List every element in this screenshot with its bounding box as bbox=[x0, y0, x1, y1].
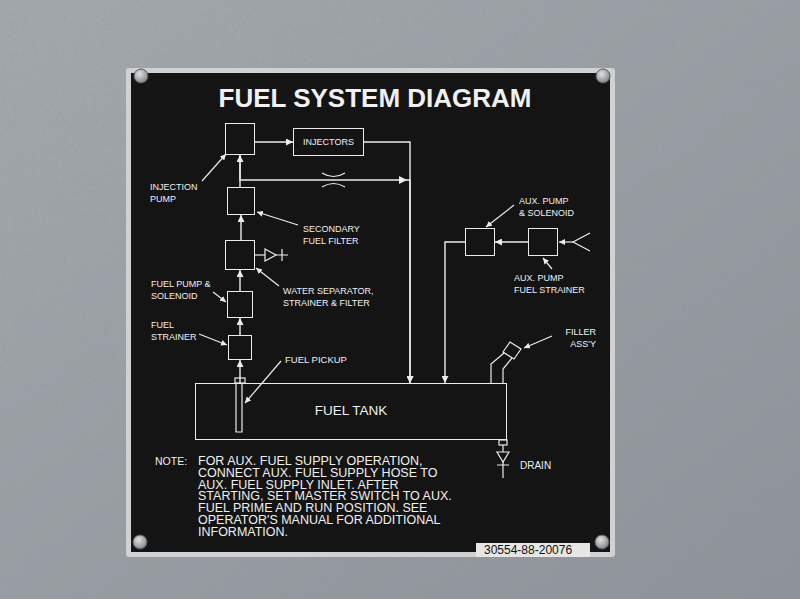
flow-line bbox=[364, 142, 410, 383]
node-label: FUEL TANK bbox=[315, 403, 388, 419]
callout-label: DRAIN bbox=[520, 460, 551, 472]
component-box: AUX. PUMP & SOLENOID bbox=[465, 228, 495, 256]
leader-line bbox=[256, 268, 279, 286]
aux-inlet-line bbox=[559, 241, 573, 242]
callout-label: AUX. PUMP & SOLENOID bbox=[519, 196, 576, 219]
aux-inlet-symbol bbox=[573, 233, 590, 251]
plate bbox=[131, 73, 610, 552]
leader-line bbox=[213, 292, 226, 302]
flow-line bbox=[239, 270, 240, 291]
component-box: WATER SEPARATOR, STRAINER & FILTER bbox=[225, 240, 255, 270]
component-box: SECONDARY FUEL FILTER bbox=[227, 187, 255, 215]
callout-label: FUEL PICKUP bbox=[285, 354, 347, 366]
fuel-tank: FUEL TANK bbox=[195, 383, 507, 440]
flow-line bbox=[240, 215, 241, 240]
title: FUEL SYSTEM DIAGRAM bbox=[175, 85, 575, 111]
leader-line bbox=[202, 154, 226, 181]
callout-label: INJECTION PUMP bbox=[150, 182, 213, 205]
callout-label: FUEL STRAINER bbox=[151, 320, 205, 343]
component-box: AUX. PUMP FUEL STRAINER bbox=[528, 228, 558, 256]
note-heading: NOTE: bbox=[155, 456, 187, 468]
drain-valve-line bbox=[255, 254, 265, 255]
component-box: FUEL PUMP & SOLENOID bbox=[227, 291, 253, 318]
callout-label: WATER SEPARATOR, STRAINER & FILTER bbox=[283, 286, 382, 309]
drain-fitting bbox=[499, 440, 507, 445]
screw bbox=[595, 535, 609, 549]
drain-valve-symbol bbox=[276, 249, 288, 261]
flow-arrow bbox=[399, 176, 407, 184]
screw bbox=[596, 69, 610, 83]
plate-frame bbox=[126, 68, 615, 557]
leader-line bbox=[486, 205, 514, 227]
leader-line bbox=[245, 361, 281, 403]
pickup-tube bbox=[236, 384, 242, 432]
filler-pipe bbox=[491, 353, 504, 383]
leader-line bbox=[199, 334, 227, 345]
filler-cap bbox=[503, 342, 521, 359]
drain-valve-symbol bbox=[265, 249, 276, 261]
leader-line bbox=[257, 212, 298, 225]
screw bbox=[134, 69, 148, 83]
flow-line bbox=[445, 242, 465, 383]
callout-label: FUEL PUMP & SOLENOID bbox=[151, 279, 219, 302]
node-label: INJECTORS bbox=[303, 137, 354, 148]
component-box: INJECTION PUMP bbox=[225, 123, 255, 155]
drain-valve-symbol bbox=[497, 462, 509, 478]
filler-pipe bbox=[503, 358, 512, 383]
drain-line bbox=[502, 445, 503, 452]
flow-line bbox=[255, 141, 293, 142]
flow-line bbox=[495, 241, 528, 242]
callout-label: SECONDARY FUEL FILTER bbox=[303, 224, 371, 247]
flow-line bbox=[239, 318, 240, 335]
orifice-symbol bbox=[322, 184, 345, 188]
part-number: 30554-88-20076 bbox=[484, 544, 572, 556]
leader-line bbox=[524, 336, 552, 348]
leader-line bbox=[543, 258, 552, 269]
process-box: INJECTORS bbox=[293, 128, 364, 156]
flow-line bbox=[240, 155, 410, 383]
part-number-strip bbox=[476, 543, 590, 557]
callout-label: AUX. PUMP FUEL STRAINER bbox=[514, 273, 587, 296]
screw bbox=[133, 535, 147, 549]
orifice-symbol bbox=[322, 173, 345, 177]
component-box: FUEL STRAINER bbox=[228, 335, 252, 360]
note-text: FOR AUX. FUEL SUPPLY OPERATION, CONNECT … bbox=[198, 456, 464, 539]
flow-line bbox=[239, 360, 240, 383]
callout-label: FILLER ASS'Y bbox=[556, 327, 597, 350]
drain-valve-symbol bbox=[497, 452, 509, 462]
